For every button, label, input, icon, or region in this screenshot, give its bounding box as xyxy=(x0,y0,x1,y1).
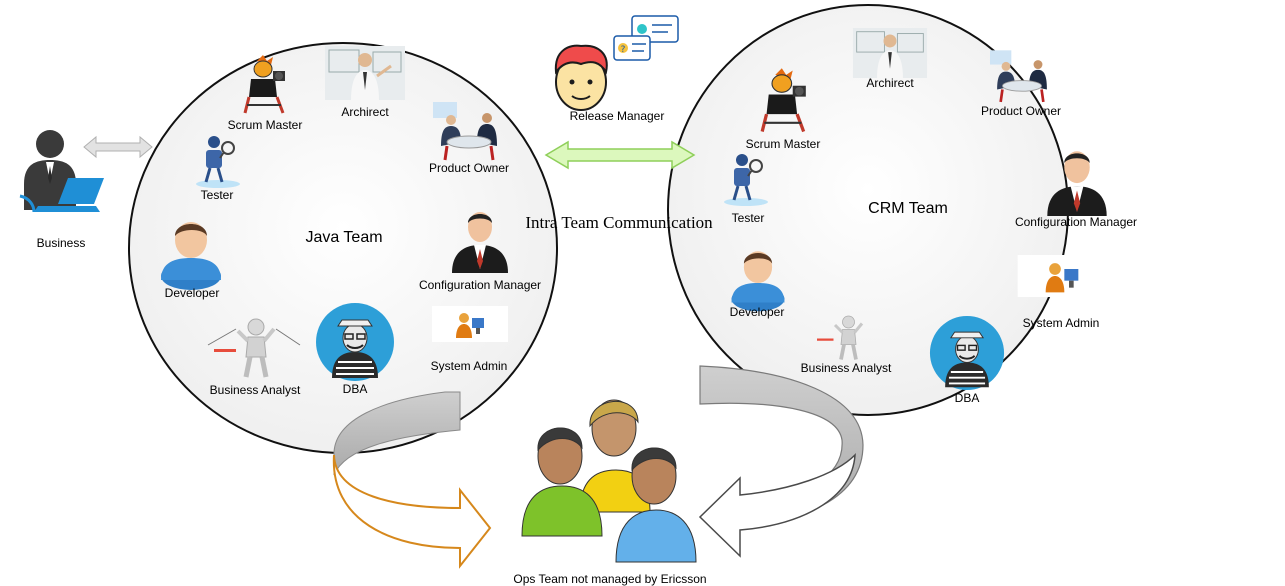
system-admin-icon xyxy=(432,306,508,342)
left-curve-gray xyxy=(333,391,461,476)
java-team-title: Java Team xyxy=(305,229,383,246)
ops-team-label: Ops Team not managed by Ericsson xyxy=(513,572,707,586)
person-laptop-icon xyxy=(19,130,104,213)
system-admin-icon xyxy=(1017,255,1107,297)
crm-scrum-master-label: Scrum Master xyxy=(745,137,821,151)
java-system-admin-label: System Admin xyxy=(430,359,508,373)
business-label: Business xyxy=(36,236,86,250)
crm-product-owner-label: Product Owner xyxy=(980,104,1062,118)
java-architect-label: Archirect xyxy=(341,105,389,119)
dba-icon xyxy=(316,303,394,381)
java-dba-label: DBA xyxy=(342,382,368,396)
business-arrow xyxy=(83,135,153,159)
chat-bubbles-icon: ? xyxy=(613,15,679,61)
crm-team-title: CRM Team xyxy=(868,200,948,217)
crm-developer-label: Developer xyxy=(729,305,785,319)
right-curve-arrow-head xyxy=(698,453,856,558)
release-manager-face-icon xyxy=(554,44,608,111)
architect-icon xyxy=(852,28,928,78)
crm-dba-label: DBA xyxy=(954,391,980,405)
java-scrum-master-label: Scrum Master xyxy=(227,118,303,132)
scrum-master-icon xyxy=(760,68,806,133)
configuration-manager-icon xyxy=(452,212,508,273)
developer-icon xyxy=(161,222,221,290)
business-analyst-icon xyxy=(207,318,301,378)
meeting-icon xyxy=(433,102,497,161)
svg-text:?: ? xyxy=(621,45,626,55)
tester-robot-icon xyxy=(196,136,240,188)
java-tester-label: Tester xyxy=(200,188,234,202)
java-configuration-manager-label: Configuration Manager xyxy=(418,278,542,292)
scrum-master-icon xyxy=(243,55,285,114)
meeting-icon xyxy=(990,50,1047,103)
business-analyst-icon xyxy=(817,315,864,360)
java-developer-label: Developer xyxy=(164,286,220,300)
left-curve-orange-arrow xyxy=(332,454,492,569)
architect-icon xyxy=(325,46,405,100)
intra-team-arrow xyxy=(544,140,696,170)
release-manager-label: Release Manager xyxy=(569,109,665,123)
developer-icon xyxy=(731,251,785,312)
java-product-owner-label: Product Owner xyxy=(428,161,510,175)
ops-team-people-icon xyxy=(521,399,697,563)
tester-robot-icon xyxy=(724,154,768,206)
crm-business-analyst-label: Business Analyst xyxy=(800,361,892,375)
java-business-analyst-label: Business Analyst xyxy=(209,383,301,397)
intra-team-label: Intra Team Communication xyxy=(525,213,713,232)
crm-system-admin-label: System Admin xyxy=(1022,316,1100,330)
dba-icon xyxy=(929,315,1005,391)
crm-configuration-manager-label: Configuration Manager xyxy=(1014,215,1138,229)
crm-tester-label: Tester xyxy=(731,211,765,225)
crm-architect-label: Archirect xyxy=(866,76,914,90)
configuration-manager-icon xyxy=(1047,151,1107,216)
